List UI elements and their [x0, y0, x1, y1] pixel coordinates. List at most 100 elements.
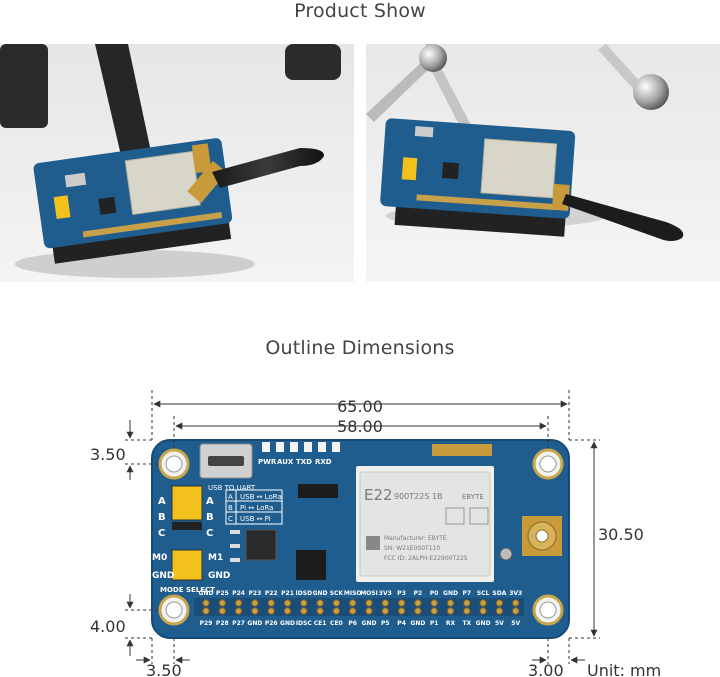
- mode-table: [225, 489, 283, 525]
- dim-height: 30.50: [598, 525, 644, 544]
- bottom-pin-label: GND: [247, 620, 262, 627]
- bottom-pin-label: P5: [381, 620, 390, 627]
- module-sn: SN: W21E0S0T110: [384, 545, 440, 552]
- logic-chip: [296, 550, 326, 580]
- module-model: 900T22S 1B: [394, 492, 443, 501]
- gpio-pin: [332, 607, 341, 615]
- dim-right-hole-offset: 3.00: [528, 661, 564, 677]
- jumper-row-c-left: C: [158, 528, 165, 539]
- bottom-pin-label: 5V: [511, 620, 520, 627]
- gpio-pin: [512, 607, 520, 615]
- dim-hole-spacing: 58.00: [337, 417, 383, 436]
- gpio-pin: [267, 599, 275, 607]
- gpio-pin: [365, 607, 373, 615]
- gpio-pin: [479, 599, 487, 607]
- module-qr-code: [366, 536, 380, 550]
- gpio-pin: [300, 607, 308, 615]
- led-pwr-label: PWR: [258, 458, 277, 466]
- gpio-pin: [218, 599, 227, 607]
- bottom-pin-label: TX: [462, 620, 471, 627]
- top-pin-label: P2: [414, 590, 423, 597]
- top-pin-label: IDSD: [296, 590, 313, 597]
- sma-antenna-connector: [499, 516, 562, 561]
- top-pin-label: P3: [397, 590, 406, 597]
- top-pin-label: SDA: [492, 590, 506, 597]
- bottom-pin-label: GND: [362, 620, 377, 627]
- gpio-pin: [349, 599, 357, 607]
- led-aux-label: AUX: [277, 458, 294, 466]
- m1-label: M1: [208, 553, 223, 563]
- gpio-pin: [381, 599, 389, 607]
- m0-label: M0: [152, 553, 167, 563]
- bottom-pin-label: CE0: [330, 620, 343, 627]
- gpio-pin: [365, 599, 373, 607]
- gnd-right-label: GND: [208, 571, 230, 581]
- bottom-pin-label: P29: [200, 620, 213, 627]
- top-pin-label: P7: [463, 590, 472, 597]
- top-pin-label: MOSI: [360, 590, 378, 597]
- bottom-pin-label: RX: [446, 620, 456, 627]
- gpio-header: [194, 598, 524, 616]
- top-pin-label: SCK: [330, 590, 344, 597]
- unit-label: Unit: mm: [587, 661, 661, 677]
- status-leds: [262, 442, 340, 452]
- led-rxd-label: RXD: [315, 458, 332, 466]
- outline-dimensions-heading: Outline Dimensions: [265, 337, 455, 359]
- mode-a-text: USB ↔ LoRa: [240, 493, 282, 501]
- gpio-pin: [446, 607, 455, 615]
- gpio-pin: [479, 607, 487, 615]
- product-photo-left: [0, 44, 354, 282]
- dim-top-hole-offset: 3.50: [90, 445, 126, 464]
- dim-left-hole-offset: 3.50: [146, 661, 182, 677]
- top-pin-label: P23: [249, 590, 262, 597]
- top-pin-label: GND: [199, 590, 214, 597]
- gnd-left-label: GND: [152, 571, 174, 581]
- mode-b-text: Pi ↔ LoRa: [240, 504, 273, 512]
- mode-b-key: B: [228, 504, 233, 512]
- module-name: E22: [364, 486, 393, 504]
- gpio-pin: [234, 599, 243, 607]
- jumper-row-b-right: B: [206, 512, 214, 523]
- bottom-pin-label: P4: [397, 620, 406, 627]
- certification-marks: [445, 507, 489, 525]
- mode-a-key: A: [228, 493, 233, 501]
- gpio-pin: [300, 599, 308, 607]
- gpio-pin: [463, 599, 471, 607]
- mode-select-label: MODE SELECT: [160, 586, 215, 594]
- product-photo-right: [366, 44, 720, 282]
- gpio-pin: [316, 607, 324, 615]
- bottom-pin-label: GND: [410, 620, 425, 627]
- gpio-pin: [251, 607, 259, 615]
- gpio-pin: [397, 607, 406, 615]
- gpio-pin: [414, 599, 422, 607]
- gpio-pin: [414, 607, 422, 615]
- module-brand: EBYTE: [462, 493, 484, 501]
- bottom-pin-label: CE1: [314, 620, 327, 627]
- jumper-row-b-left: B: [158, 512, 166, 523]
- gpio-pin: [267, 607, 275, 615]
- bottom-pin-label: 5V: [495, 620, 504, 627]
- gpio-pin: [381, 607, 389, 615]
- gpio-pin: [397, 599, 406, 607]
- mounting-holes: [158, 448, 564, 626]
- top-pin-label: P21: [281, 590, 294, 597]
- top-pin-label: P25: [216, 590, 229, 597]
- uart-chip: [245, 529, 277, 561]
- outline-dimensions-diagram: 65.00 58.00 30.50 3.50 4.00 3.50 3.00 Un…: [90, 390, 661, 677]
- bottom-pin-label: P27: [232, 620, 245, 627]
- gpio-pin: [234, 607, 243, 615]
- gpio-pin: [283, 599, 292, 607]
- mode-select-jumper: [171, 549, 203, 581]
- gpio-pin: [316, 599, 324, 607]
- gpio-pin: [349, 607, 357, 615]
- gpio-pin: [446, 599, 455, 607]
- top-pin-label: SCL: [477, 590, 490, 597]
- gpio-pin: [512, 599, 520, 607]
- gpio-pin: [463, 607, 471, 615]
- gpio-pin: [218, 607, 227, 615]
- bottom-pin-label: GND: [280, 620, 295, 627]
- jumper-row-a-right: A: [206, 496, 214, 507]
- bottom-pin-label: IDSC: [296, 620, 313, 627]
- mode-c-text: USB ↔ Pi: [240, 515, 271, 523]
- dim-bottom-hole-offset: 4.00: [90, 617, 126, 636]
